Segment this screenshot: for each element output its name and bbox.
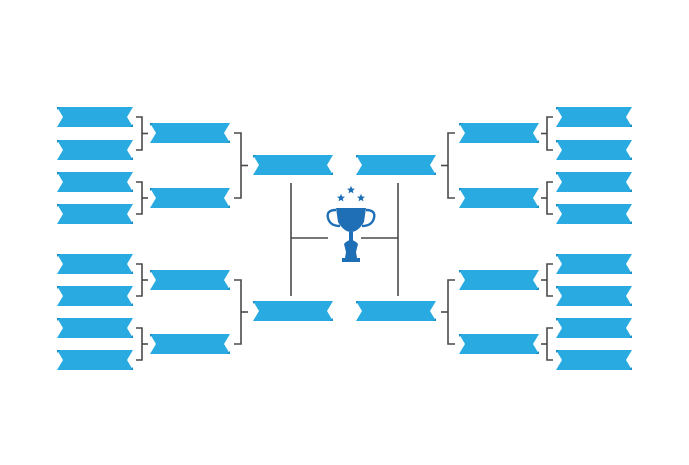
left-sf-slot-1[interactable]	[253, 155, 333, 175]
right-r16-slot-2[interactable]	[556, 140, 632, 160]
star-icon-2	[347, 185, 355, 194]
right-r16-slot-5[interactable]	[556, 254, 632, 274]
left-r16-connector-4	[136, 327, 143, 361]
star-icon-1	[337, 193, 345, 202]
left-qf-slot-3[interactable]	[150, 270, 230, 290]
right-r16-slot-3[interactable]	[556, 172, 632, 192]
right-qf-slot-3[interactable]	[459, 270, 539, 290]
left-r16-connector-3	[136, 263, 143, 297]
left-r16-connector-2	[136, 181, 143, 215]
right-qf-connector-2	[447, 279, 455, 345]
left-sf-slot-2[interactable]	[253, 301, 333, 321]
left-qf-connector-2	[234, 279, 242, 345]
right-r16-connector-1	[546, 116, 553, 151]
right-r16-connector-2	[546, 181, 553, 215]
left-r16-slot-6[interactable]	[57, 286, 133, 306]
right-r16-slot-1[interactable]	[556, 107, 632, 127]
left-r16-slot-3[interactable]	[57, 172, 133, 192]
star-icon-3	[357, 193, 365, 202]
left-qf-slot-4[interactable]	[150, 334, 230, 354]
left-r16-slot-2[interactable]	[57, 140, 133, 160]
right-r16-connector-4	[546, 327, 553, 361]
right-r16-connector-3	[546, 263, 553, 297]
left-r16-slot-4[interactable]	[57, 204, 133, 224]
right-r16-slot-7[interactable]	[556, 318, 632, 338]
left-qf-connector-1	[234, 132, 242, 199]
left-qf-slot-2[interactable]	[150, 188, 230, 208]
trophy-icon	[326, 208, 376, 262]
left-r16-slot-7[interactable]	[57, 318, 133, 338]
right-qf-slot-4[interactable]	[459, 334, 539, 354]
left-r16-connector-1	[136, 116, 143, 151]
left-r16-slot-8[interactable]	[57, 350, 133, 370]
right-r16-slot-4[interactable]	[556, 204, 632, 224]
right-r16-slot-8[interactable]	[556, 350, 632, 370]
left-r16-slot-1[interactable]	[57, 107, 133, 127]
right-qf-connector-1	[447, 132, 455, 199]
right-qf-slot-2[interactable]	[459, 188, 539, 208]
left-qf-slot-1[interactable]	[150, 123, 230, 143]
right-sf-slot-1[interactable]	[356, 155, 436, 175]
left-r16-slot-5[interactable]	[57, 254, 133, 274]
right-r16-slot-6[interactable]	[556, 286, 632, 306]
right-qf-slot-1[interactable]	[459, 123, 539, 143]
right-sf-slot-2[interactable]	[356, 301, 436, 321]
